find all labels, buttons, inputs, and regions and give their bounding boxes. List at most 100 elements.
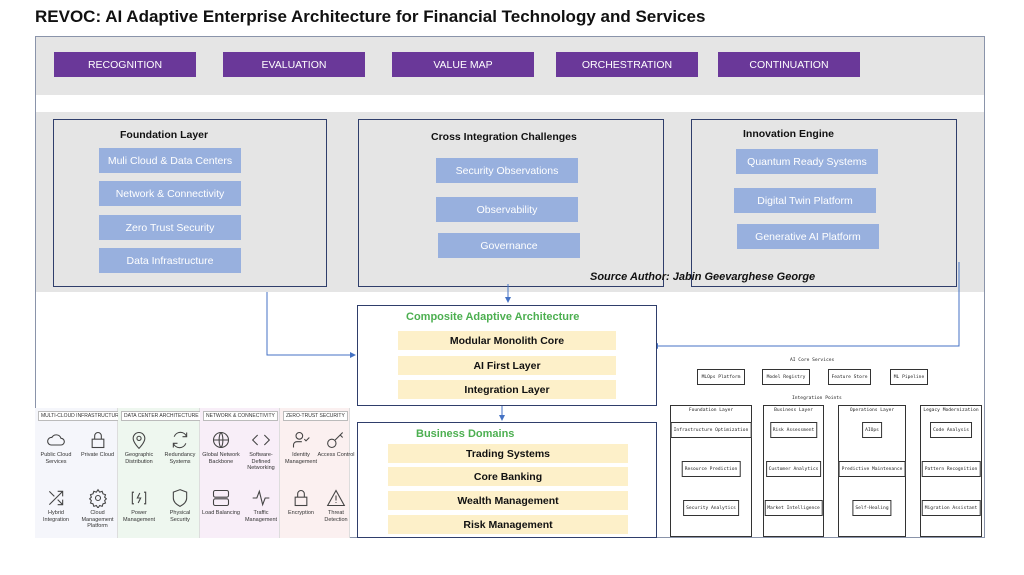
innovation-item: Digital Twin Platform	[734, 188, 876, 213]
panel-tag: ZERO-TRUST SECURITY	[283, 411, 348, 421]
phase-orchestration: ORCHESTRATION	[556, 52, 698, 77]
infra-item-label: Private Cloud	[80, 452, 115, 458]
panel-tag: MULTI-CLOUD INFRASTRUCTURE	[38, 411, 126, 421]
panel-0	[35, 408, 118, 538]
infra-item-label: Encryption	[288, 510, 314, 516]
infra-item: Private Cloud	[79, 430, 117, 459]
infra-item-label: Traffic Management	[244, 510, 278, 523]
phase-value-map: VALUE MAP	[392, 52, 534, 77]
ai-service: ML Pipeline	[890, 369, 928, 385]
composite-item: Integration Layer	[398, 380, 616, 399]
layer-title: Business Layer	[774, 408, 813, 413]
infra-item: Public Cloud Services	[37, 430, 75, 465]
refresh-icon	[172, 431, 188, 449]
map-pin-icon	[132, 431, 146, 450]
layer-item: Customer Analytics	[765, 461, 822, 477]
layer-item: Resource Prediction	[681, 461, 741, 477]
layer-item: Market Intelligence	[764, 500, 823, 516]
lock-icon	[294, 490, 308, 507]
layer-item: Code Analysis	[930, 422, 972, 438]
infra-item-label: Threat Detection	[324, 510, 348, 523]
composite-item: AI First Layer	[398, 356, 616, 375]
panel-3	[280, 408, 350, 538]
integration-points-title: Integration Points	[792, 396, 842, 401]
activity-icon	[252, 489, 270, 507]
innovation-item: Quantum Ready Systems	[736, 149, 878, 174]
panel-tag: NETWORK & CONNECTIVITY	[203, 411, 278, 421]
infra-item: Power Management	[120, 488, 158, 523]
infra-item: Global Network Backbone	[202, 430, 240, 465]
business-item: Core Banking	[388, 467, 628, 486]
infra-item-label: Power Management	[122, 510, 156, 523]
infra-item-label: Physical Security	[169, 510, 191, 523]
key-icon	[327, 432, 344, 449]
phase-evaluation: EVALUATION	[223, 52, 365, 77]
infra-item: Access Control	[317, 430, 355, 459]
composite-item: Modular Monolith Core	[398, 331, 616, 350]
layer-item: Security Analytics	[683, 500, 739, 516]
infra-item: Hybrid Integration	[37, 488, 75, 523]
infra-item: Encryption	[282, 488, 320, 517]
infra-item: Software-Defined Networking	[242, 430, 280, 472]
panel-tag: DATA CENTER ARCHITECTURE	[121, 411, 202, 421]
infra-item: Identity Management	[282, 430, 320, 465]
infra-item: Load Balancing	[202, 488, 240, 517]
ai-core-title: AI Core Services	[790, 358, 835, 363]
foundation-item: Data Infrastructure	[99, 248, 241, 273]
ai-service: MLOps Platform	[697, 369, 745, 385]
composite-title: Composite Adaptive Architecture	[406, 311, 580, 323]
ai-service: Feature Store	[828, 369, 871, 385]
layer-item: Self-Healing	[852, 500, 892, 516]
page-title: REVOC: AI Adaptive Enterprise Architectu…	[35, 7, 706, 26]
infra-item: Redundancy Systems	[161, 430, 199, 465]
infra-item-label: Load Balancing	[202, 510, 240, 516]
business-item: Trading Systems	[388, 444, 628, 463]
innovation-title: Innovation Engine	[743, 128, 834, 140]
infra-item-label: Public Cloud Services	[40, 452, 72, 465]
infra-item-label: Hybrid Integration	[43, 510, 69, 523]
foundation-layer-box	[53, 119, 327, 287]
foundation-item: Zero Trust Security	[99, 215, 241, 240]
layer-title: Operations Layer	[849, 408, 895, 413]
code-icon	[251, 434, 271, 446]
infra-item: Threat Detection	[317, 488, 355, 523]
layer-title: Legacy Modernization	[923, 408, 979, 413]
ai-service: Model Registry	[762, 369, 810, 385]
foundation-item: Muli Cloud & Data Centers	[99, 148, 241, 173]
alert-triangle-icon	[326, 489, 346, 507]
foundation-item: Network & Connectivity	[99, 181, 241, 206]
shuffle-icon	[48, 490, 64, 506]
infra-item-label: Redundancy Systems	[164, 452, 196, 465]
business-item: Risk Management	[388, 515, 628, 534]
layer-item: Infrastructure Optimization	[670, 422, 752, 438]
lock-icon	[91, 432, 104, 449]
cloud-icon	[47, 434, 65, 446]
innovation-item: Generative AI Platform	[737, 224, 879, 249]
layer-item: Migration Assistant	[921, 500, 981, 516]
phase-recognition: RECOGNITION	[54, 52, 196, 77]
infra-item-label: Cloud Management Platform	[81, 510, 114, 530]
foundation-title: Foundation Layer	[120, 129, 209, 141]
infra-item-label: Software-Defined Networking	[247, 452, 275, 472]
globe-icon	[212, 431, 230, 449]
layer-item: AIOps	[862, 422, 882, 438]
source-author: Source Author: Jabin Geevarghese George	[590, 271, 816, 283]
infra-item-label: Identity Management	[284, 452, 318, 465]
gear-icon	[88, 488, 107, 508]
arrow-foundation-to-composite	[266, 292, 356, 358]
layer-title: Foundation Layer	[688, 408, 734, 413]
cross-item: Security Observations	[436, 158, 578, 183]
arrow-innovation-to-composite	[652, 262, 960, 349]
infra-item: Cloud Management Platform	[79, 488, 117, 530]
layer-item: Pattern Recognition	[921, 461, 981, 477]
layer-item: Predictive Maintenance	[838, 461, 906, 477]
infra-item: Physical Security	[161, 488, 199, 523]
innovation-engine-box	[691, 119, 957, 287]
cross-item: Observability	[436, 197, 578, 222]
cross-item: Governance	[438, 233, 580, 258]
infra-item: Geographic Distribution	[120, 430, 158, 465]
cross-title: Cross Integration Challenges	[431, 131, 577, 143]
